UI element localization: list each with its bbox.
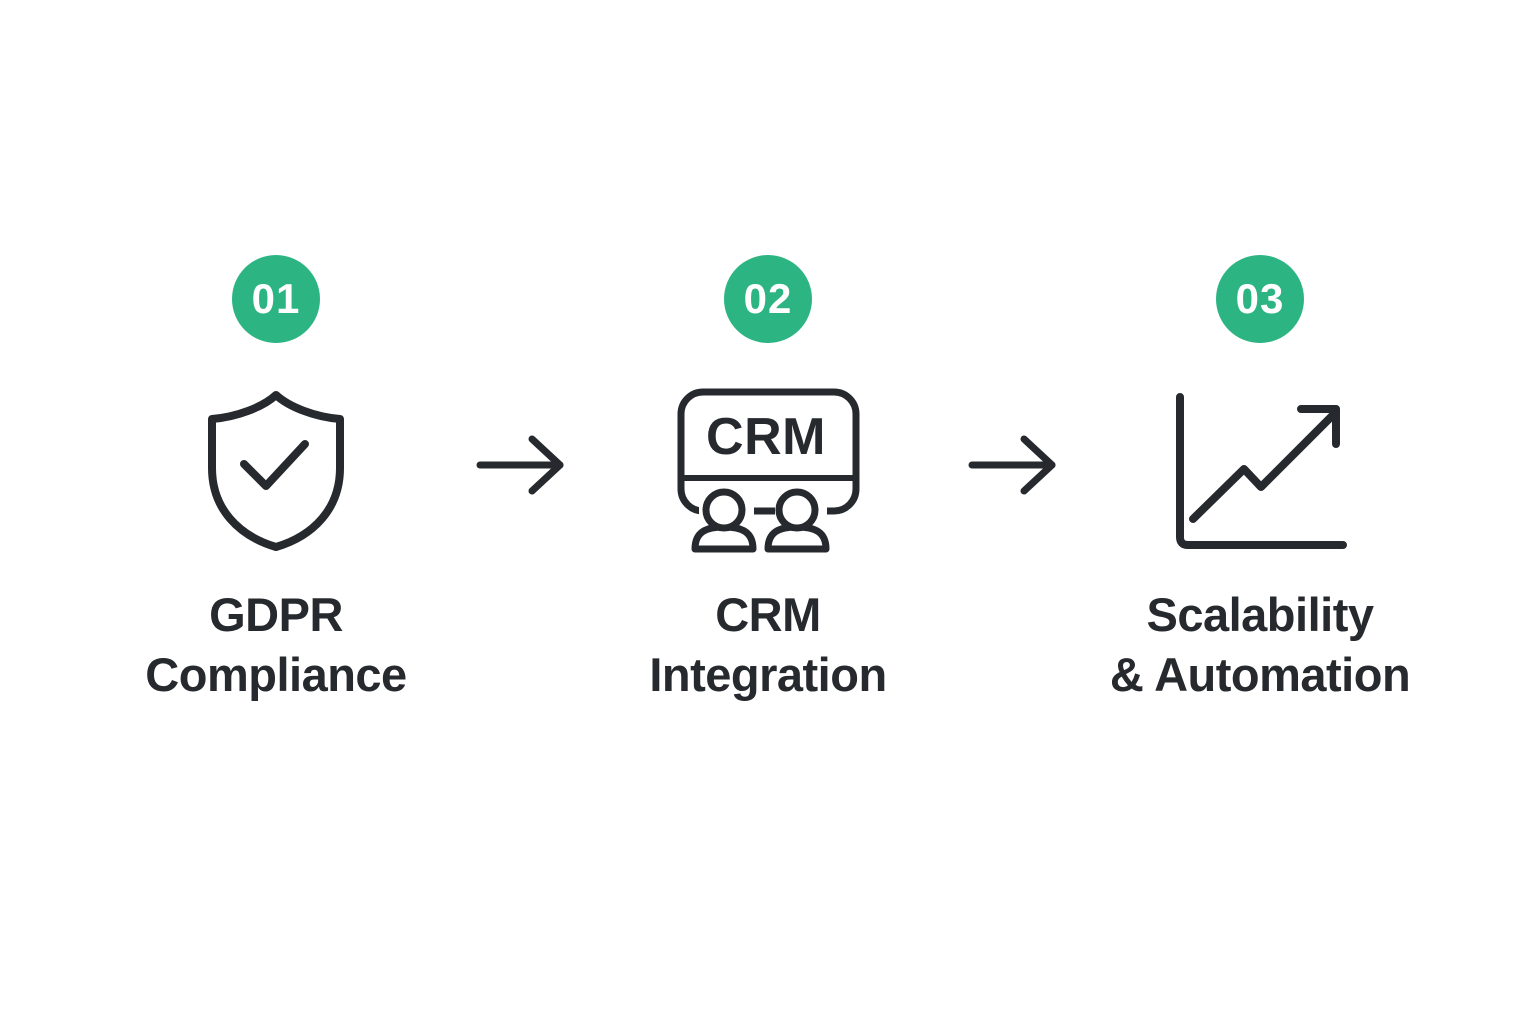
arrow-right-icon-svg	[968, 435, 1056, 495]
step-number: 03	[1235, 275, 1285, 322]
crm-monitor-users-icon: CRM	[676, 385, 861, 557]
process-flow: 01 GDPR Compliance 02	[86, 255, 1450, 705]
arrow-right-icon-svg	[476, 435, 564, 495]
growth-chart-arrow-icon-svg	[1176, 393, 1347, 549]
monitor-text: CRM	[706, 408, 826, 466]
step-number: 02	[743, 275, 793, 322]
arrow-right-icon	[968, 435, 1060, 495]
step-number: 01	[251, 275, 301, 322]
step-number-badge: 02	[724, 255, 812, 343]
shield-check-icon-svg	[208, 391, 344, 551]
step-label: Scalability & Automation	[1109, 588, 1411, 702]
step-number-badge: 03	[1216, 255, 1304, 343]
step-scalability-automation: 03 Scalability & Automation	[1070, 255, 1450, 705]
crm-monitor-users-icon-svg: CRM	[677, 388, 859, 553]
step-label: GDPR Compliance	[145, 588, 407, 702]
step-number-badge: 01	[232, 255, 320, 343]
step-crm-integration: 02 CRM CRM Integration	[578, 255, 958, 705]
growth-chart-arrow-icon	[1171, 385, 1349, 557]
step-gdpr-compliance: 01 GDPR Compliance	[86, 255, 466, 705]
step-label: CRM Integration	[649, 588, 887, 702]
shield-check-icon	[201, 385, 351, 557]
arrow-right-icon	[476, 435, 568, 495]
